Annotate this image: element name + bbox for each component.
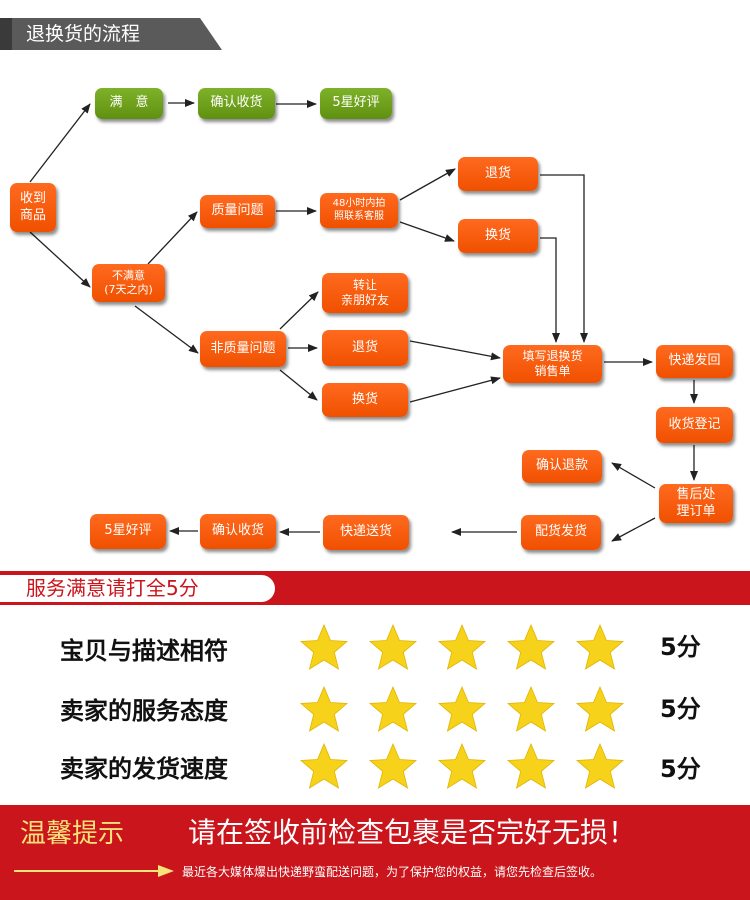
box-confirm-refund: 确认退款 [522,450,602,483]
star-icon [507,624,555,670]
arrow-nonquality-transfer [279,291,319,330]
page-title: 退换货的流程 [26,23,141,45]
star-icon [576,624,624,670]
star-icon [438,686,486,732]
star-icon [507,743,555,789]
arrow-return-top-fillform [540,174,588,343]
rating-label: 宝贝与描述相符 [60,637,228,665]
rating-stars [300,743,645,789]
tip-arrow-icon [14,865,174,877]
rating-title: 服务满意请打全5分 [26,576,199,600]
star-icon [369,686,417,732]
box-receipt-register: 收货登记 [656,407,733,443]
box-return-mid: 退货 [322,330,408,366]
box-transfer-friends: 转让 亲朋好友 [322,273,408,313]
box-return-top: 退货 [458,157,538,191]
tip-main-text: 请在签收前检查包裹是否完好无损！ [188,816,637,849]
arrow-nonquality-exchange [279,369,318,401]
arrow-aftersales-ship [611,517,656,542]
box-receive-goods: 收到 商品 [10,183,56,232]
box-ship-goods: 配货发货 [521,515,601,550]
box-unsatisfied: 不满意 (7天之内) [92,264,165,302]
rating-label: 卖家的发货速度 [60,755,228,783]
star-icon [438,743,486,789]
arrow-aftersales-refund [611,462,656,489]
rating-score: 5分 [660,633,701,661]
rating-label: 卖家的服务态度 [60,697,228,725]
arrow-unsatisfied-quality [147,211,198,265]
arrow-receive-unsatisfied [29,231,91,288]
box-five-star-top: 5星好评 [320,88,392,119]
box-confirm-receipt-top: 确认收货 [198,88,275,119]
star-icon [438,624,486,670]
tip-title: 温馨提示 [20,819,125,849]
arrow-exchange-top-fillform [540,237,560,343]
arrow-receive-satisfied [29,103,91,183]
star-icon [576,686,624,732]
header-tab-shape [0,18,222,50]
box-non-quality-issue: 非质量问题 [200,331,286,367]
box-confirm-receipt-bottom: 确认收货 [200,514,276,549]
box-exchange-mid: 换货 [322,383,408,417]
box-contact-service: 48小时内拍 照联系客服 [320,193,398,228]
star-icon [507,686,555,732]
rating-stars [300,686,645,732]
box-quality-issue: 质量问题 [200,195,275,228]
box-express-return: 快递发回 [656,345,733,378]
star-icon [300,686,348,732]
arrow-return-fillform [409,340,501,361]
star-icon [300,743,348,789]
footer-banner [0,805,750,900]
star-icon [369,743,417,789]
rating-score: 5分 [660,695,701,723]
box-fill-form: 填写退换货 销售单 [503,345,602,383]
box-five-star-bottom: 5星好评 [90,514,166,549]
box-express-deliver: 快递送货 [323,515,409,550]
rating-banner-pill [0,575,275,602]
flow-arrows [29,99,698,542]
box-after-sales: 售后处 理订单 [659,484,733,523]
star-icon [300,624,348,670]
star-icon [576,743,624,789]
arrow-contact-exchange [399,221,455,242]
arrow-unsatisfied-nonquality [134,305,199,354]
rating-stars [300,624,645,670]
box-satisfied: 满 意 [95,88,163,119]
rating-score: 5分 [660,755,701,783]
box-exchange-top: 换货 [458,219,538,253]
tip-sub-text: 最近各大媒体爆出快递野蛮配送问题，为了保护您的权益，请您先检查后签收。 [182,865,603,879]
arrow-contact-return [399,168,456,201]
arrow-exchange-fillform [409,376,501,403]
star-icon [369,624,417,670]
